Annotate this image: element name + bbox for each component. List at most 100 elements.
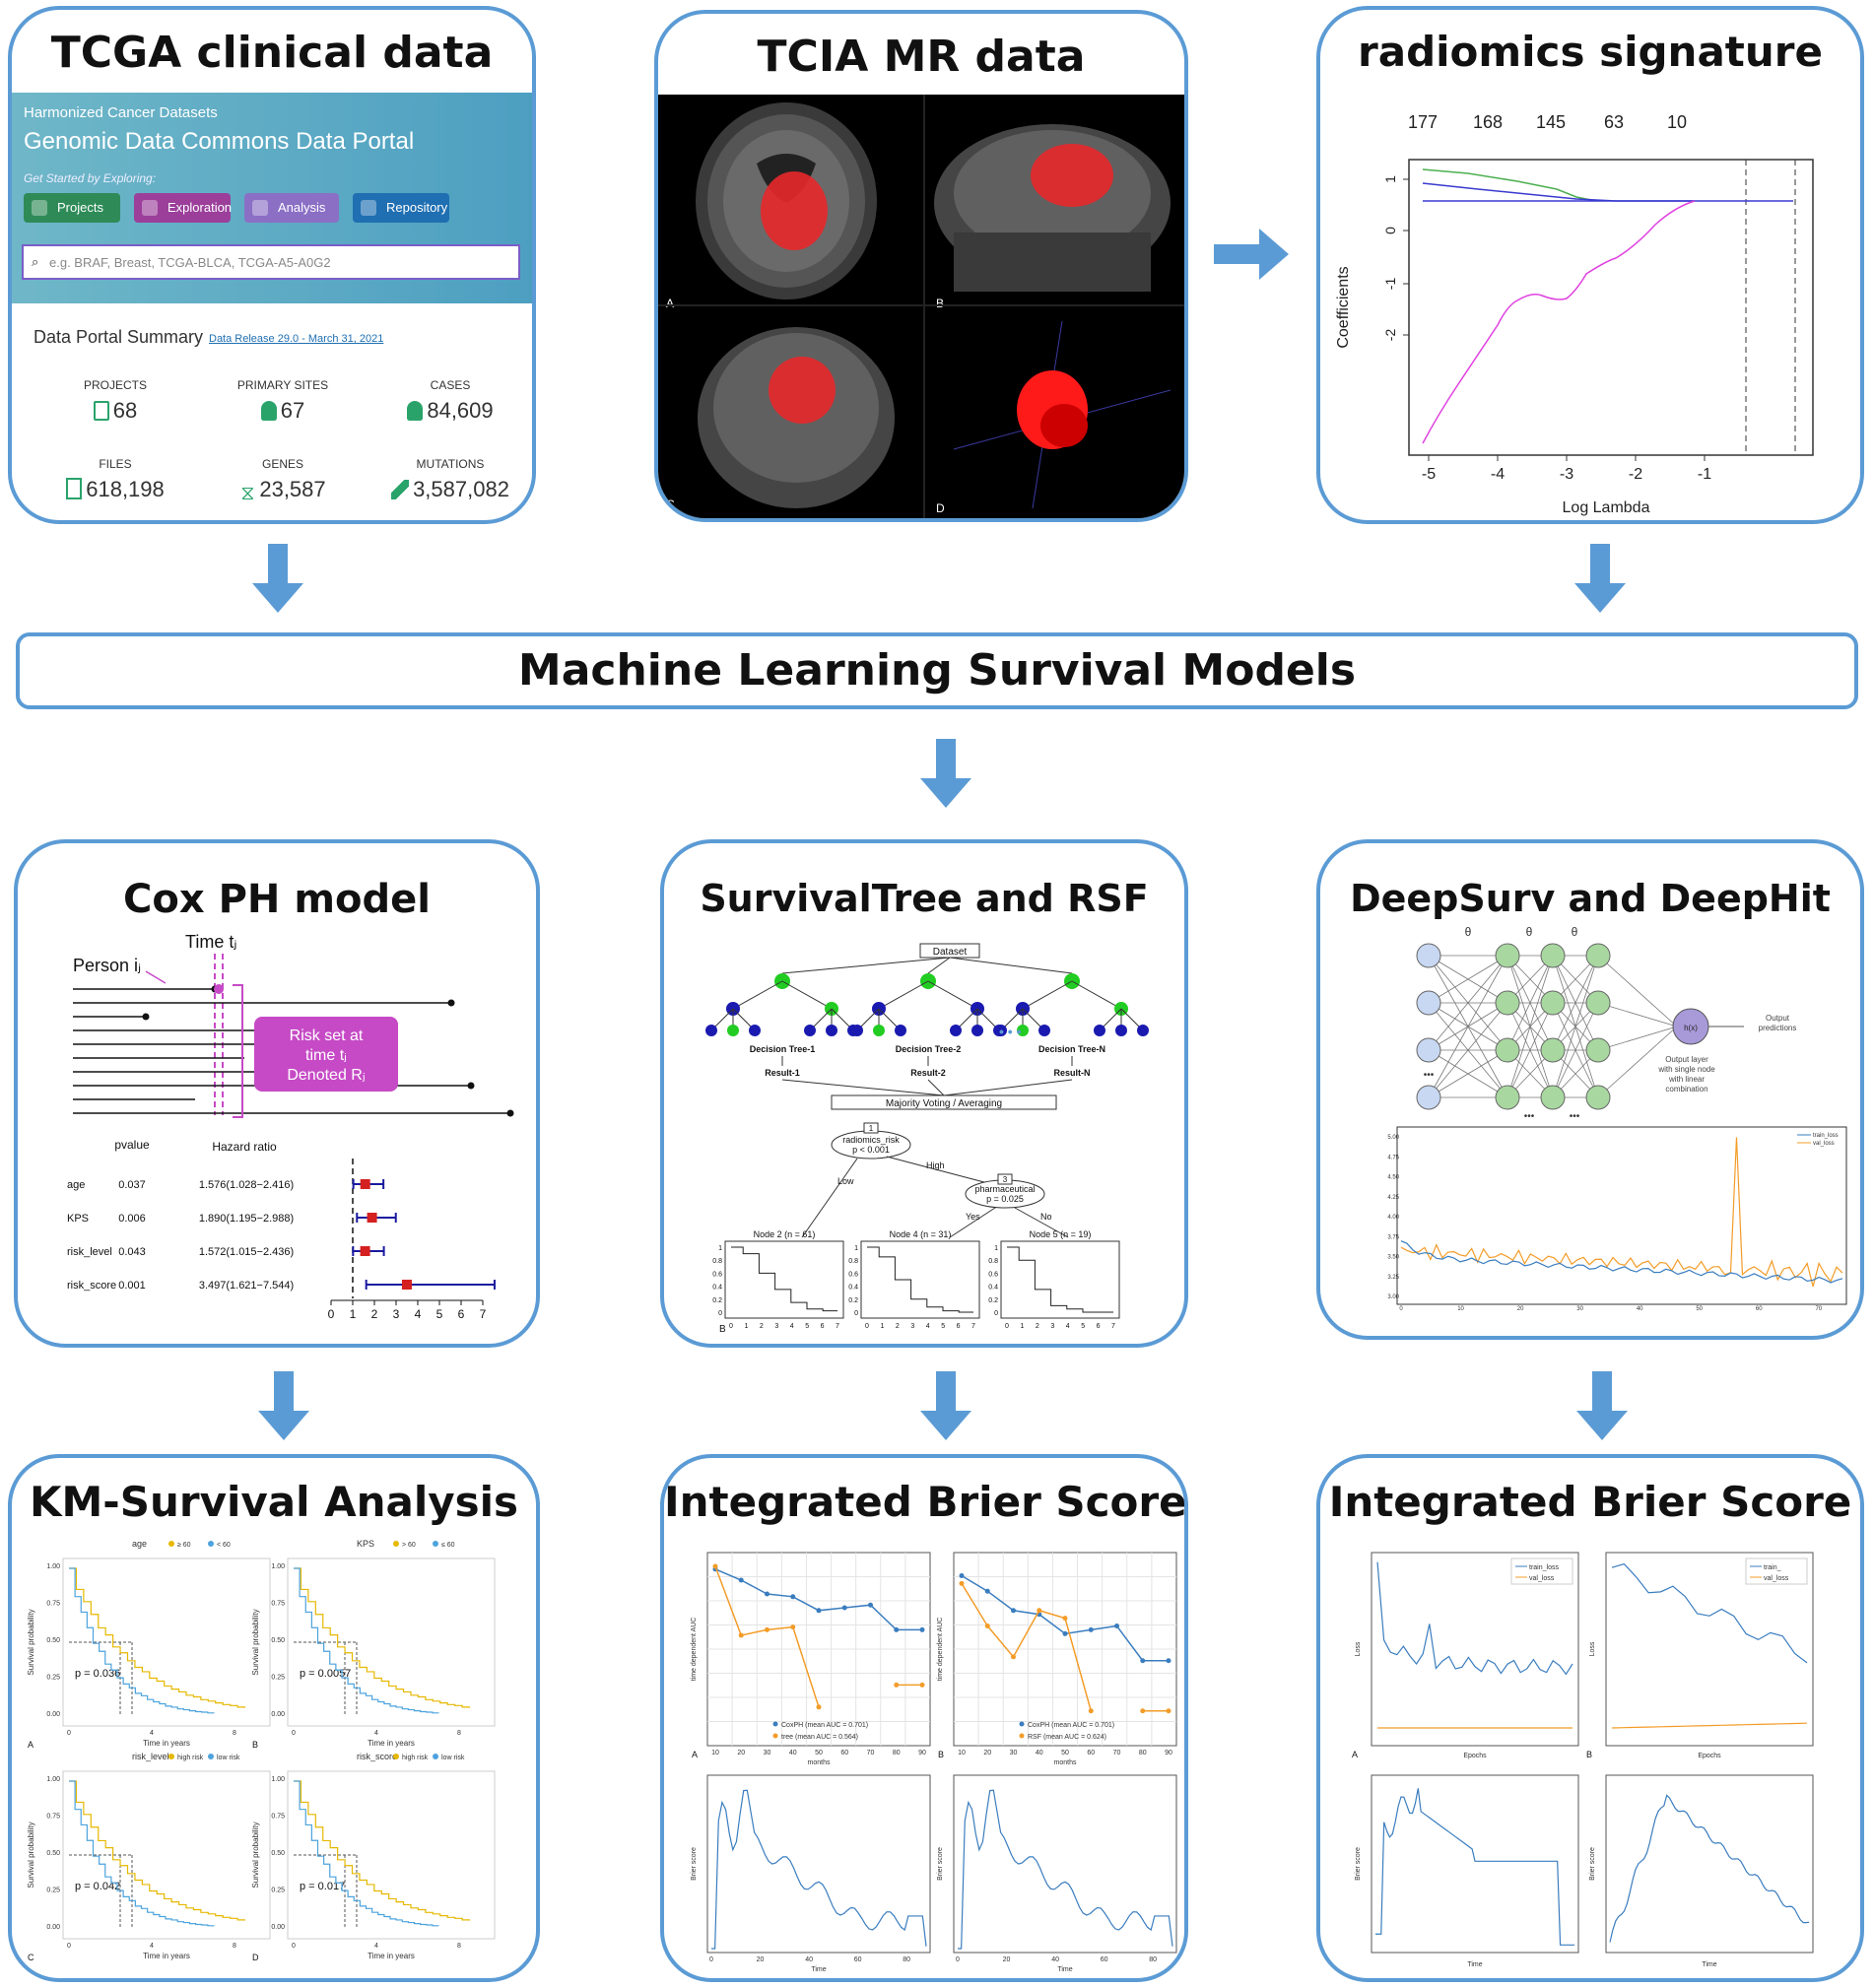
lasso-xtick-label: -3 xyxy=(1560,466,1573,483)
km-curve xyxy=(69,1780,246,1921)
lasso-top-tick: 63 xyxy=(1604,112,1624,132)
km-ytick: 0.00 xyxy=(271,1924,285,1931)
km-ytick: 0.25 xyxy=(271,1675,285,1682)
km-xlabel: Time in years xyxy=(143,1739,190,1748)
leaf-title: Node 5 (n = 19) xyxy=(1030,1229,1092,1239)
km-xtick: 4 xyxy=(150,1943,154,1950)
leaf-xtick: 3 xyxy=(1050,1323,1054,1330)
loss-legend: val_loss xyxy=(1813,1141,1835,1147)
stat-projects: PROJECTS 68 xyxy=(83,378,147,423)
stat-mutations: MUTATIONS 3,587,082 xyxy=(367,457,532,502)
tree-edge xyxy=(927,980,978,1010)
nn-edge xyxy=(1428,955,1508,1098)
other-auc-point xyxy=(1166,1708,1171,1714)
tree-leaf xyxy=(1115,1025,1127,1036)
tree-edge xyxy=(927,1079,945,1096)
event-dot xyxy=(467,1082,475,1090)
release-link[interactable]: Data Release 29.0 - March 31, 2021 xyxy=(209,333,384,345)
auc-xtick: 60 xyxy=(1087,1750,1095,1756)
leaf-xtick: 1 xyxy=(880,1323,884,1330)
km-legend-swatch xyxy=(433,1541,438,1547)
km-xlabel: Time in years xyxy=(143,1952,190,1960)
loss-legend-box xyxy=(1510,1557,1573,1585)
nn-edge xyxy=(1597,955,1678,1027)
coxph-auc-point xyxy=(1114,1623,1119,1628)
other-auc-point xyxy=(1037,1608,1042,1614)
km-xlabel: Time in years xyxy=(368,1952,415,1960)
deep-ytick: 3.50 xyxy=(1387,1255,1399,1261)
svg-text:High: High xyxy=(926,1160,945,1170)
analysis-icon xyxy=(252,200,268,216)
loss-plot-area xyxy=(1605,1552,1814,1747)
km-leaf-box xyxy=(860,1240,980,1319)
cox-panel: Cox PH model Time tⱼ Person iⱼ Risk set … xyxy=(14,839,540,1348)
mri-label-b: B xyxy=(936,297,944,310)
col-hr: Hazard ratio xyxy=(212,1140,277,1154)
stat-primary-sites: PRIMARY SITES 67 xyxy=(236,378,329,423)
deep-xtick: 60 xyxy=(1756,1306,1763,1312)
ibs1-title: Integrated Brier Score xyxy=(664,1478,1187,1526)
km-ylabel: Survival probability xyxy=(27,1822,35,1888)
auc-xtick: 90 xyxy=(1165,1750,1172,1756)
km-plot-title: age xyxy=(132,1539,147,1549)
km-legend: low risk xyxy=(217,1755,240,1761)
leaf-xtick: 1 xyxy=(1020,1323,1024,1330)
forest-tick-label: 7 xyxy=(480,1307,487,1321)
tree-result: Result-1 xyxy=(765,1068,800,1078)
tree-leaf xyxy=(950,1025,962,1036)
coxph-auc-point xyxy=(1166,1658,1171,1664)
mri-3d: D xyxy=(936,320,1171,515)
loss-legend: val_loss xyxy=(1529,1575,1555,1582)
repository-button[interactable]: Repository xyxy=(353,193,449,223)
tree-diagram: Dataset Decision Tree-1Result-1Decision … xyxy=(705,943,1149,1335)
exploration-icon xyxy=(142,200,158,216)
leaf-ytick: 0.4 xyxy=(712,1285,722,1292)
analysis-button[interactable]: Analysis xyxy=(244,193,339,223)
cox-pvalue: 0.037 xyxy=(118,1179,146,1191)
other-auc-point xyxy=(738,1632,744,1638)
leaf-ytick: 0.4 xyxy=(848,1285,858,1292)
km-ytick: 0.50 xyxy=(271,1637,285,1644)
km-pvalue: p = 0.0057 xyxy=(300,1668,351,1680)
auc-legend-swatch xyxy=(1019,1721,1025,1727)
nn-ellipsis: ••• xyxy=(1524,1111,1535,1122)
leaf-ytick: 1 xyxy=(854,1245,858,1252)
loss-xlabel: Epochs xyxy=(1698,1753,1721,1759)
lasso-top-tick: 168 xyxy=(1473,112,1503,132)
arrow-down-left xyxy=(252,544,303,613)
deep-ytick: 5.00 xyxy=(1387,1135,1399,1141)
search-input[interactable]: ⌕ e.g. BRAF, Breast, TCGA-BLCA, TCGA-A5-… xyxy=(22,244,520,280)
projects-button[interactable]: Projects xyxy=(24,193,120,223)
km-ytick: 0.75 xyxy=(271,1601,285,1608)
arrow-down-tree xyxy=(920,1371,971,1440)
tree-title: SurvivalTree and RSF xyxy=(700,877,1149,920)
mri-sagittal: B xyxy=(934,124,1171,310)
km-legend-swatch xyxy=(393,1541,399,1547)
km-ylabel: Survival probability xyxy=(27,1609,35,1675)
brier-xtick: 60 xyxy=(1101,1956,1108,1963)
auc-legend: CoxPH (mean AUC = 0.701) xyxy=(781,1722,868,1729)
other-auc-point xyxy=(816,1704,822,1710)
ml-bar: Machine Learning Survival Models xyxy=(16,632,1858,709)
km-curve xyxy=(294,1567,471,1708)
lasso-ytick-label: 0 xyxy=(1382,227,1398,234)
km-legend-swatch xyxy=(168,1541,174,1547)
loss-ylabel: Loss xyxy=(1355,1641,1362,1656)
km-plot-title: KPS xyxy=(357,1539,374,1549)
tcia-title: TCIA MR data xyxy=(757,32,1086,82)
km-legend: low risk xyxy=(441,1755,465,1761)
exploration-button[interactable]: Exploration xyxy=(134,193,232,223)
leaf-xtick: 6 xyxy=(957,1323,961,1330)
km-legend: high risk xyxy=(177,1755,204,1761)
coxph-auc-point xyxy=(1062,1630,1068,1636)
km-curve xyxy=(294,1567,439,1714)
stat-files: FILES 618,198 xyxy=(32,457,199,502)
lasso-top-tick: 177 xyxy=(1408,112,1438,132)
brier-line xyxy=(1375,1788,1574,1946)
tree-edge xyxy=(781,980,833,1010)
auc-legend-swatch xyxy=(772,1733,778,1739)
auc-xtick: 30 xyxy=(764,1750,771,1756)
lasso-xtick-label: -2 xyxy=(1629,466,1642,483)
leaf-xtick: 5 xyxy=(805,1323,809,1330)
time-label: Time tⱼ xyxy=(185,932,236,952)
